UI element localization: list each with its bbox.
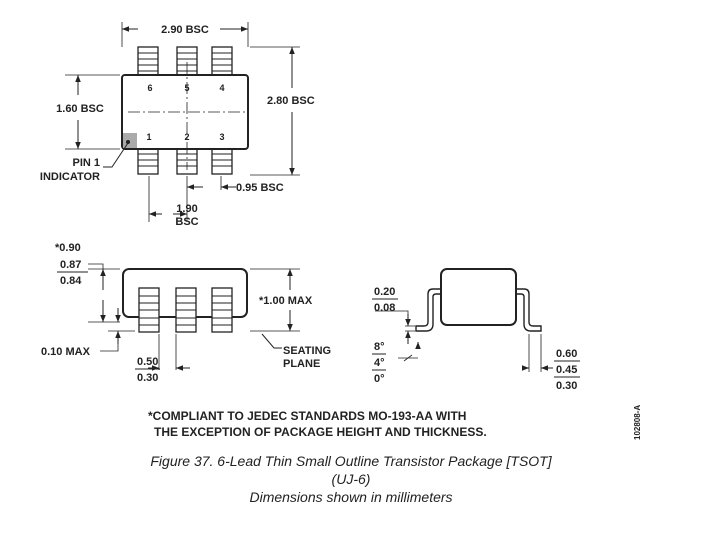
dim-lead-max: 0.50 xyxy=(137,356,158,368)
pin-number: 2 xyxy=(184,132,189,142)
bottom-leads xyxy=(137,147,233,175)
angle-nom: 4° xyxy=(374,357,385,369)
dim-lead-min: 0.30 xyxy=(137,372,158,384)
caption-line1: Figure 37. 6-Lead Thin Small Outline Tra… xyxy=(150,453,552,469)
pin-number: 4 xyxy=(219,83,224,93)
dim-width-label: 2.90 BSC xyxy=(161,24,209,36)
dim-a-min: 0.84 xyxy=(60,275,82,287)
pin-number: 6 xyxy=(147,83,152,93)
jedec-note-line1: *COMPLIANT TO JEDEC STANDARDS MO-193-AA … xyxy=(148,409,467,423)
side-view-labels: *0.90 0.87 0.84 *1.00 MAX 0.10 MAX 0.50 … xyxy=(41,242,331,384)
jedec-note-line2: THE EXCEPTION OF PACKAGE HEIGHT AND THIC… xyxy=(154,425,487,439)
dim-a-max: 0.87 xyxy=(60,259,81,271)
seating-plane-line2: PLANE xyxy=(283,358,320,370)
pin-number: 3 xyxy=(219,132,224,142)
dim-thick-max: 0.20 xyxy=(374,286,395,298)
dim-pitch-label: 0.95 BSC xyxy=(236,182,284,194)
dim-body-height-label: 1.60 BSC xyxy=(56,103,104,115)
caption-line3: Dimensions shown in millimeters xyxy=(249,489,453,505)
top-view xyxy=(65,22,300,222)
dim-foot-min: 0.30 xyxy=(556,380,577,392)
drawing-code: 102808-A xyxy=(633,404,642,440)
dim-foot-nom: 0.45 xyxy=(556,364,577,376)
pin-number: 1 xyxy=(146,132,151,142)
seating-plane-line1: SEATING xyxy=(283,345,331,357)
dim-thick-min: 0.08 xyxy=(374,302,395,314)
dim-standoff-label: 0.10 MAX xyxy=(41,346,91,358)
caption-line2: (UJ-6) xyxy=(331,471,371,487)
dim-overall-height-label: 2.80 BSC xyxy=(267,95,315,107)
pin1-indicator-square xyxy=(123,133,137,148)
angle-min: 0° xyxy=(374,373,385,385)
side-leads xyxy=(138,287,233,333)
right-lead xyxy=(516,288,542,332)
angle-max: 8° xyxy=(374,341,385,353)
dim-span-label-line2: BSC xyxy=(175,216,198,228)
end-view-labels: 0.20 0.08 8° 4° 0° 0.60 0.45 0.30 xyxy=(372,286,580,392)
side-view xyxy=(88,263,300,371)
end-body xyxy=(440,268,517,326)
dim-max-height-label: *1.00 MAX xyxy=(259,295,313,307)
pin-number: 5 xyxy=(184,83,189,93)
end-view xyxy=(375,268,553,372)
dim-a-note: *0.90 xyxy=(55,242,81,254)
dim-foot-max: 0.60 xyxy=(556,348,577,360)
left-lead xyxy=(415,288,441,332)
pin1-label-line1: PIN 1 xyxy=(72,157,100,169)
pin1-label-line2: INDICATOR xyxy=(40,171,100,183)
top-leads xyxy=(137,46,233,76)
top-view-labels: 2.90 BSC 1.60 BSC 2.80 BSC 0.95 BSC 1.90… xyxy=(40,24,315,228)
dim-span-label-line1: 1.90 xyxy=(176,203,197,215)
